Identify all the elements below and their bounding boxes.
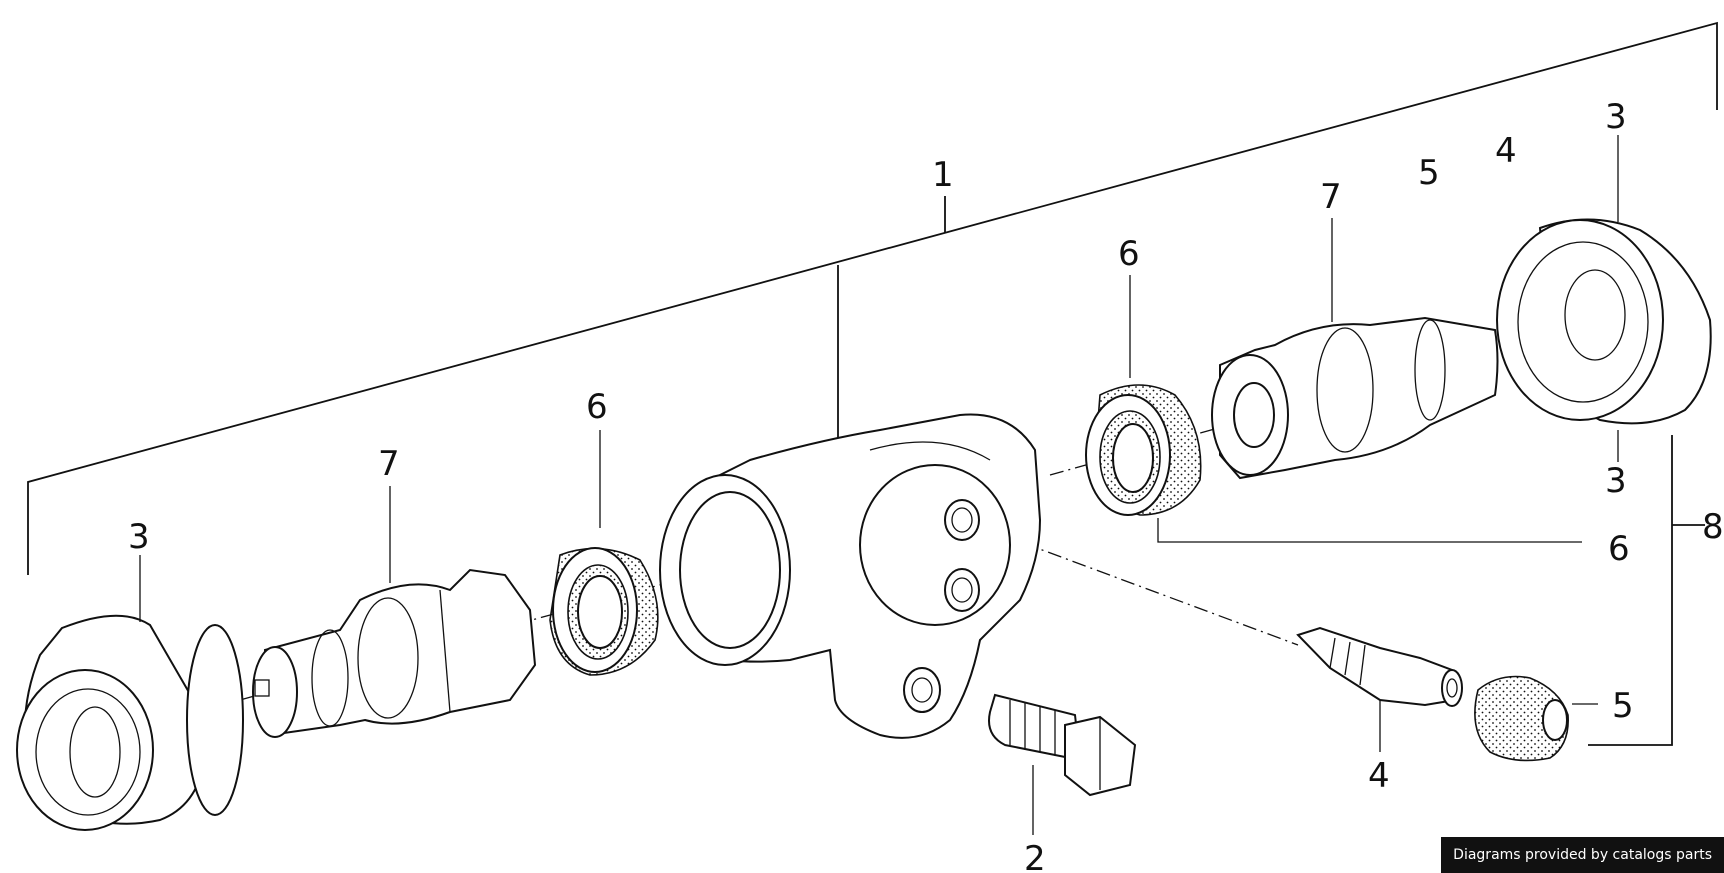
piston-right — [1211, 316, 1499, 480]
mounting-bolt — [988, 693, 1137, 797]
callout-5-right: 5 — [1612, 686, 1634, 726]
callout-6-mid: 6 — [1118, 234, 1140, 274]
wheel-cylinder-housing — [659, 413, 1042, 739]
dust-boot-right — [1496, 218, 1712, 425]
cup-seal-left — [549, 547, 659, 676]
callout-7-right: 7 — [1320, 177, 1342, 217]
callout-labels: 1 2 3 3 3 4 4 5 5 6 6 6 7 7 8 — [128, 97, 1724, 873]
callout-3-left: 3 — [128, 517, 150, 557]
callout-7-left: 7 — [378, 444, 400, 484]
dust-boot-left — [16, 614, 244, 831]
callout-3-mid: 3 — [1605, 461, 1627, 501]
callout-4-top: 4 — [1495, 131, 1517, 171]
credit-banner: Diagrams provided by catalogs parts — [1441, 837, 1724, 873]
leader-lines — [139, 135, 1619, 835]
callout-2: 2 — [1024, 839, 1046, 873]
callout-3-top: 3 — [1605, 97, 1627, 137]
bleeder-valve — [1296, 626, 1463, 707]
repair-kit-bracket — [1588, 435, 1705, 746]
assembly-bracket — [27, 21, 1718, 575]
piston-left — [252, 568, 537, 738]
callout-6-right: 6 — [1608, 529, 1630, 569]
callout-4-bottom: 4 — [1368, 756, 1390, 796]
cup-seal-right — [1085, 384, 1202, 516]
callout-5-top: 5 — [1418, 153, 1440, 193]
callout-1: 1 — [932, 155, 954, 195]
bleeder-cap — [1474, 675, 1569, 762]
callout-6-left: 6 — [586, 387, 608, 427]
callout-8: 8 — [1702, 507, 1724, 547]
